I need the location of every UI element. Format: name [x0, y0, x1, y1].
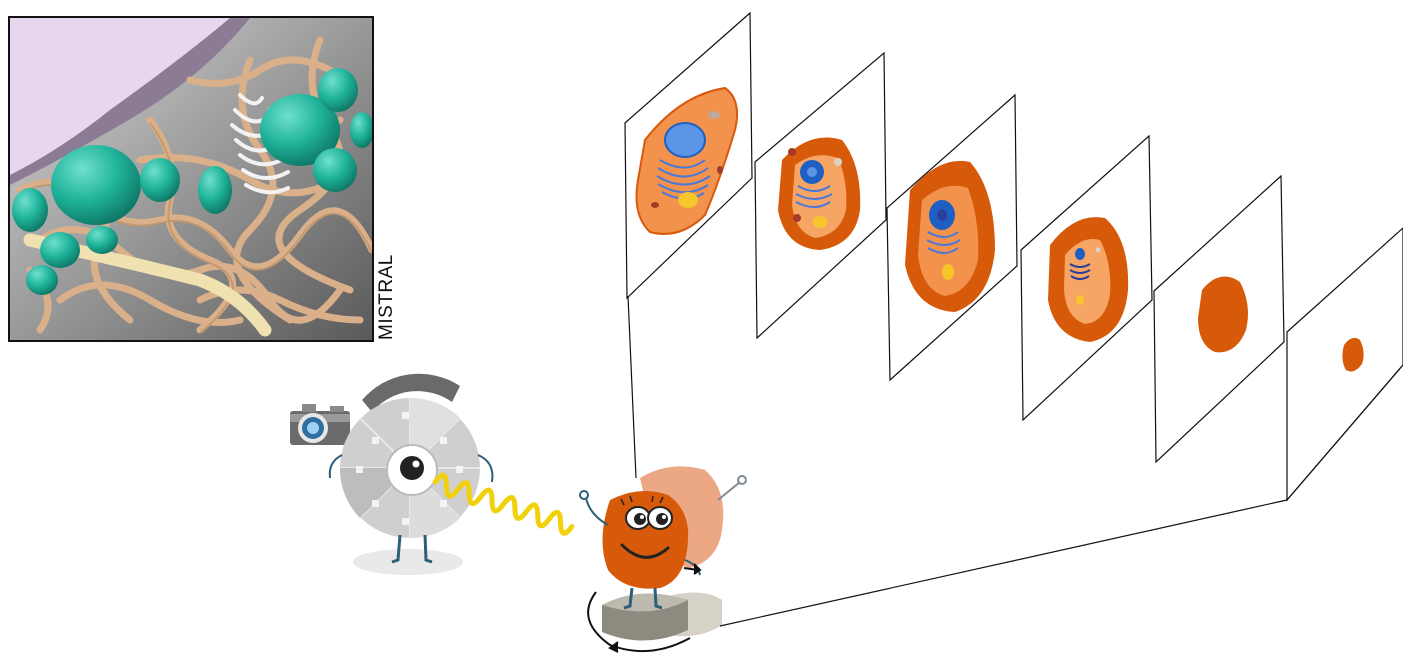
- cell-slice-3: [905, 160, 995, 312]
- er-sheet: [10, 18, 230, 175]
- vesicles: [12, 68, 372, 295]
- slice-frame-4: [1020, 134, 1153, 422]
- rotation-arrow-icon: [587, 563, 702, 653]
- slice-frames: [624, 11, 1403, 502]
- cell-character: [579, 466, 747, 641]
- cell-slice-1: [635, 86, 738, 235]
- filter-wheel-character: [328, 373, 494, 575]
- tomogram-rendering-panel: [8, 16, 374, 342]
- cell-slice-4: [1048, 217, 1129, 342]
- slice-frame-1: [624, 11, 753, 300]
- cell-slice-2: [778, 137, 861, 250]
- slice-frame-2: [754, 51, 887, 340]
- cell-slice-6: [1342, 337, 1364, 372]
- illumination-beam: [432, 472, 575, 536]
- camera-icon: [290, 404, 350, 445]
- cell-slice-5: [1198, 276, 1248, 353]
- slice-frame-3: [886, 93, 1018, 382]
- method-label: MISTRAL: [376, 254, 397, 340]
- slice-frame-6: [1286, 227, 1403, 502]
- slice-frame-5: [1153, 174, 1285, 464]
